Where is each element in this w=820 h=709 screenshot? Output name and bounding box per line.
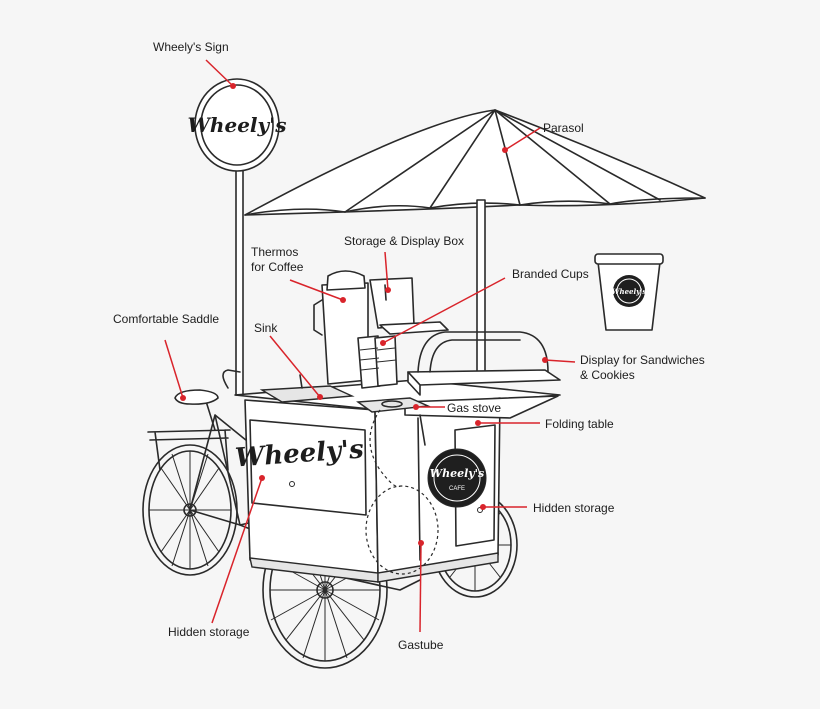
gas-tube bbox=[365, 409, 439, 575]
label-gastube: Gastube bbox=[398, 638, 444, 652]
label-gas-stove: Gas stove bbox=[447, 401, 502, 415]
label-branded-cups: Branded Cups bbox=[512, 267, 589, 281]
sign-logo-text: Wheely's bbox=[187, 113, 286, 137]
gas-stove bbox=[356, 397, 431, 413]
label-wheelys-sign: Wheely's Sign bbox=[153, 40, 229, 54]
sandwich-display bbox=[407, 331, 561, 396]
label-thermos-line2: for Coffee bbox=[251, 260, 304, 274]
label-display-line2: & Cookies bbox=[580, 368, 635, 382]
label-storage-display-box: Storage & Display Box bbox=[344, 234, 465, 248]
branded-cup: Wheely's bbox=[594, 253, 664, 331]
label-thermos-line1: Thermos bbox=[251, 245, 299, 259]
badge-cafe-text: CAFE bbox=[449, 486, 465, 492]
thermos bbox=[313, 270, 369, 385]
wheelys-sign: Wheely's bbox=[187, 78, 287, 396]
storage-display-box bbox=[369, 277, 449, 335]
parasol bbox=[244, 109, 706, 376]
label-comfortable-saddle: Comfortable Saddle bbox=[113, 312, 220, 326]
label-folding-table: Folding table bbox=[545, 417, 614, 431]
folding-table bbox=[404, 395, 559, 446]
cup-logo-text: Wheely's bbox=[612, 287, 647, 296]
leader-lines bbox=[164, 59, 576, 633]
label-hidden-storage-left: Hidden storage bbox=[168, 625, 250, 639]
label-sink: Sink bbox=[254, 321, 278, 335]
sink bbox=[259, 374, 355, 403]
label-hidden-storage-right: Hidden storage bbox=[533, 501, 615, 515]
label-parasol: Parasol bbox=[543, 121, 584, 135]
cup-stack bbox=[357, 335, 398, 389]
label-display-line1: Display for Sandwiches bbox=[580, 353, 705, 367]
cafe-badge: Wheely's CAFE bbox=[427, 448, 487, 508]
badge-logo-text: Wheely's bbox=[430, 467, 484, 480]
